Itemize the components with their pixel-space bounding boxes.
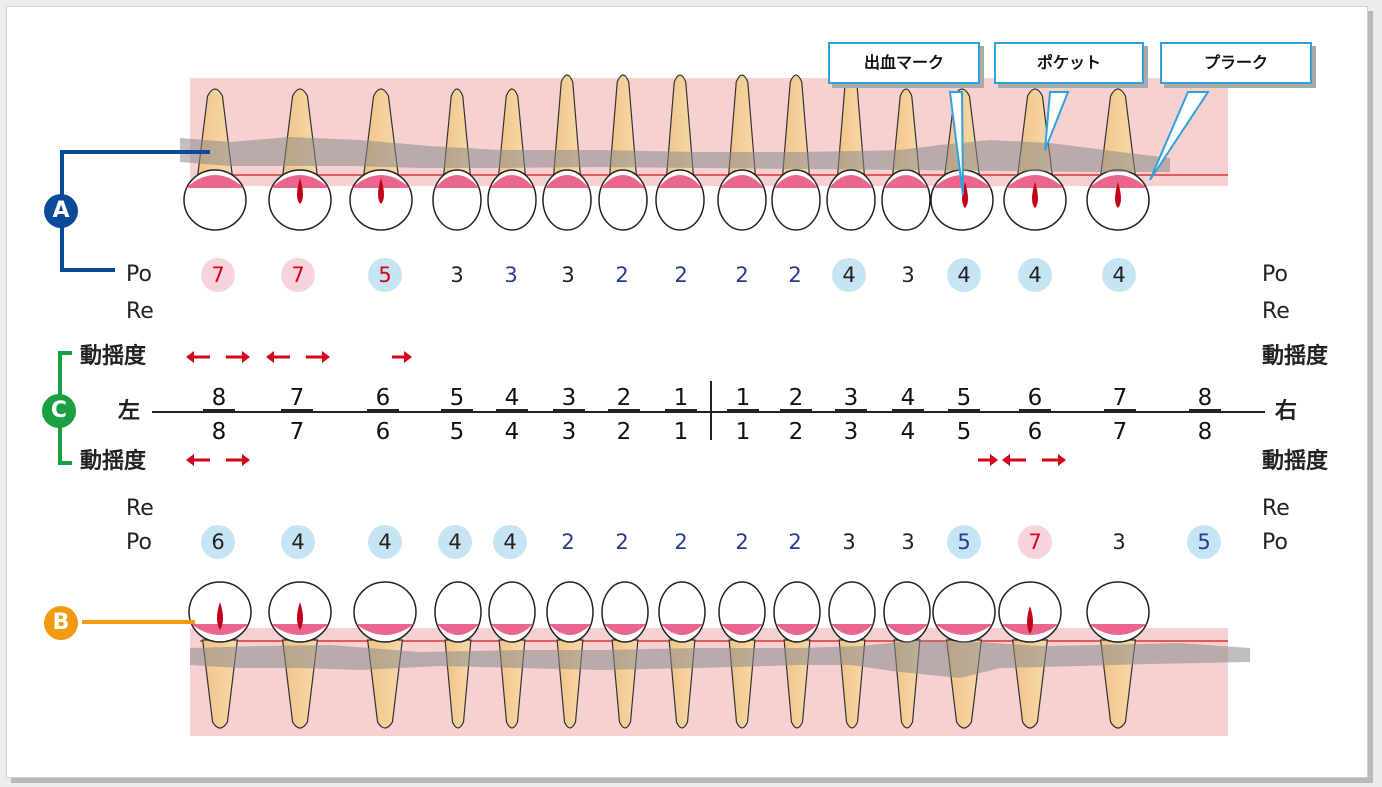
label-right: 右 xyxy=(1275,399,1298,424)
lower-po-6: 2 xyxy=(561,530,575,554)
badge-c: C xyxy=(42,394,76,428)
tooth-num-upper-r2: 2 xyxy=(788,385,804,411)
tooth-num-lower-r2: 2 xyxy=(788,419,804,445)
label-re-lower-left: Re xyxy=(126,496,154,521)
tooth-num-lower-r3: 3 xyxy=(843,419,859,445)
tooth-num-lower-r4: 4 xyxy=(900,419,916,445)
tooth-num-upper-r7: 7 xyxy=(1112,385,1128,411)
tooth-num-upper-r3: 3 xyxy=(843,385,859,411)
label-mobility-upper-left: 動揺度 xyxy=(80,344,147,369)
lower-po-16: 5 xyxy=(1187,525,1221,559)
lower-po-2: 4 xyxy=(281,525,315,559)
tooth-num-lower-l3: 3 xyxy=(561,419,577,445)
tooth-num-lower-r1: 1 xyxy=(735,419,751,445)
tooth-num-lower-r8: 8 xyxy=(1197,419,1213,445)
label-re-upper-right: Re xyxy=(1262,299,1290,324)
tooth-num-lower-l7: 7 xyxy=(289,419,305,445)
tooth-num-upper-r6: 6 xyxy=(1027,385,1043,411)
callout-bleeding-mark: 出血マーク xyxy=(828,42,980,84)
tooth-num-upper-r1: 1 xyxy=(735,385,751,411)
upper-po-13: 4 xyxy=(947,258,981,292)
callout-pocket: ポケット xyxy=(994,42,1144,84)
upper-tooth xyxy=(717,74,767,231)
tooth-num-lower-l2: 2 xyxy=(616,419,632,445)
upper-po-9: 2 xyxy=(735,263,749,287)
tooth-num-lower-r6: 6 xyxy=(1027,419,1043,445)
tooth-num-upper-r4: 4 xyxy=(900,385,916,411)
upper-tooth xyxy=(771,74,821,231)
tooth-num-upper-l2: 2 xyxy=(616,385,632,411)
label-mobility-lower-left: 動揺度 xyxy=(80,449,147,474)
label-left: 左 xyxy=(118,399,141,424)
upper-po-3: 5 xyxy=(368,258,402,292)
tooth-num-upper-l3: 3 xyxy=(561,385,577,411)
lower-po-14: 7 xyxy=(1018,525,1052,559)
upper-po-8: 2 xyxy=(674,263,688,287)
upper-po-2: 7 xyxy=(281,258,315,292)
upper-po-5: 3 xyxy=(504,263,518,287)
label-mobility-upper-right: 動揺度 xyxy=(1262,344,1329,369)
tooth-num-lower-l5: 5 xyxy=(449,419,465,445)
upper-po-15: 4 xyxy=(1102,258,1136,292)
lower-po-7: 2 xyxy=(615,530,629,554)
pointer-plaque xyxy=(1149,91,1210,181)
tooth-num-upper-r5: 5 xyxy=(956,385,972,411)
mobility-arrows xyxy=(186,351,1066,466)
tooth-num-lower-l1: 1 xyxy=(673,419,689,445)
upper-po-7: 2 xyxy=(615,263,629,287)
label-re-upper-left: Re xyxy=(126,299,154,324)
lower-pocket-band xyxy=(190,640,1250,678)
tooth-num-upper-l1: 1 xyxy=(673,385,689,411)
upper-po-10: 2 xyxy=(788,263,802,287)
label-po-lower-right: Po xyxy=(1262,530,1288,555)
badge-a: A xyxy=(44,194,78,228)
upper-po-1: 7 xyxy=(201,258,235,292)
lower-gum-band xyxy=(190,628,1228,736)
tooth-num-upper-l4: 4 xyxy=(504,385,520,411)
label-po-lower-left: Po xyxy=(126,530,152,555)
tooth-num-lower-r7: 7 xyxy=(1112,419,1128,445)
tooth-num-lower-r5: 5 xyxy=(956,419,972,445)
pointer-pocket xyxy=(1044,91,1070,151)
lower-po-11: 3 xyxy=(842,530,856,554)
lower-po-10: 2 xyxy=(788,530,802,554)
upper-po-14: 4 xyxy=(1018,258,1052,292)
lower-po-4: 4 xyxy=(438,525,472,559)
badge-b: B xyxy=(44,606,78,640)
tooth-num-upper-l7: 7 xyxy=(289,385,305,411)
tooth-num-lower-l4: 4 xyxy=(504,419,520,445)
lower-po-3: 4 xyxy=(368,525,402,559)
lower-po-8: 2 xyxy=(674,530,688,554)
tooth-num-upper-l8: 8 xyxy=(211,385,227,411)
lower-po-15: 3 xyxy=(1112,530,1126,554)
upper-tooth xyxy=(432,88,482,231)
upper-pocket-band xyxy=(180,137,1170,172)
label-re-lower-right: Re xyxy=(1262,496,1290,521)
label-mobility-lower-right: 動揺度 xyxy=(1262,449,1329,474)
tooth-num-upper-l5: 5 xyxy=(449,385,465,411)
callout-plaque: プラーク xyxy=(1160,42,1312,84)
tooth-num-upper-l6: 6 xyxy=(375,385,391,411)
pointer-bleeding xyxy=(948,91,964,196)
lower-po-5: 4 xyxy=(493,525,527,559)
label-po-upper-left: Po xyxy=(126,262,152,287)
tooth-num-lower-l6: 6 xyxy=(375,419,391,445)
lower-po-12: 3 xyxy=(901,530,915,554)
lower-po-13: 5 xyxy=(947,525,981,559)
label-po-upper-right: Po xyxy=(1262,262,1288,287)
lower-po-9: 2 xyxy=(735,530,749,554)
tooth-num-upper-r8: 8 xyxy=(1197,385,1213,411)
upper-po-11: 4 xyxy=(832,258,866,292)
upper-po-6: 3 xyxy=(561,263,575,287)
lower-po-1: 6 xyxy=(201,525,235,559)
upper-po-12: 3 xyxy=(901,263,915,287)
upper-po-4: 3 xyxy=(450,263,464,287)
upper-tooth xyxy=(655,74,705,231)
tooth-num-lower-l8: 8 xyxy=(211,419,227,445)
